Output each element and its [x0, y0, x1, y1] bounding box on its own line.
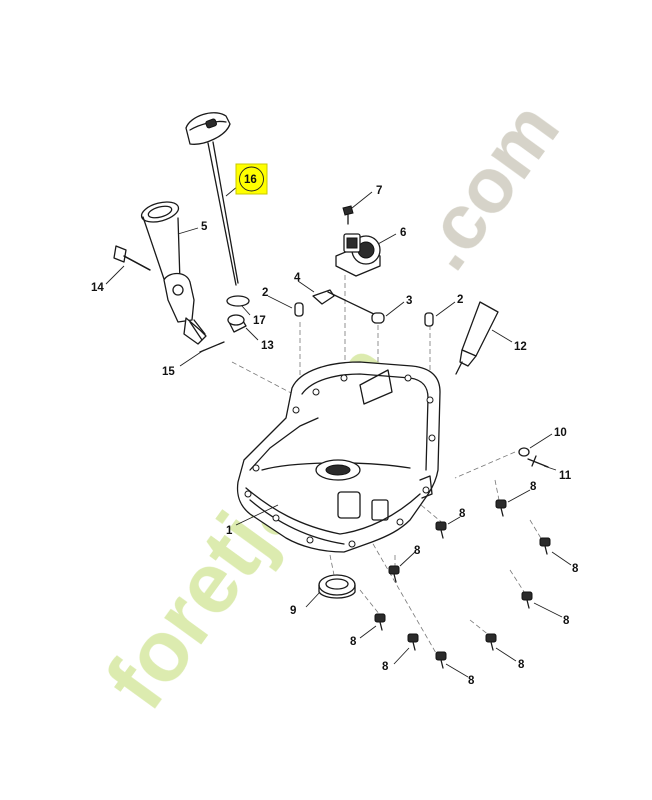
- callout-16[interactable]: 16: [244, 174, 257, 186]
- oil-seal-9[interactable]: [318, 574, 356, 599]
- bolt-8-d[interactable]: [388, 565, 400, 583]
- dowel-pin-2b[interactable]: [424, 312, 434, 327]
- dowel-pin-2a[interactable]: [294, 302, 304, 317]
- callout-5[interactable]: 5: [201, 221, 208, 233]
- callout-8-i[interactable]: 8: [468, 675, 475, 687]
- clip-11[interactable]: [527, 455, 549, 468]
- callout-7[interactable]: 7: [376, 185, 382, 197]
- callout-11[interactable]: 11: [559, 470, 572, 482]
- callout-2-a[interactable]: 2: [262, 287, 268, 299]
- crankcase-sump-1[interactable]: [236, 361, 441, 553]
- callout-14[interactable]: 14: [91, 282, 104, 294]
- bolt-8-i[interactable]: [435, 651, 447, 669]
- flange-holes: [244, 374, 436, 548]
- callout-10[interactable]: 10: [554, 427, 567, 439]
- highlight-circle-16: [239, 166, 264, 192]
- watermark-text-gray: .com: [398, 86, 576, 285]
- callout-13[interactable]: 13: [261, 340, 274, 352]
- governor-shaft-4[interactable]: [312, 289, 379, 317]
- screw-7[interactable]: [342, 205, 354, 225]
- callout-2-b[interactable]: 2: [457, 294, 463, 306]
- callout-8-c[interactable]: 8: [572, 563, 579, 575]
- bolt-8-g[interactable]: [407, 633, 419, 651]
- callout-8-b[interactable]: 8: [459, 508, 466, 520]
- sealant-tube-12[interactable]: [455, 301, 499, 375]
- callout-6[interactable]: 6: [400, 227, 406, 239]
- callout-15[interactable]: 15: [162, 366, 175, 378]
- callout-1[interactable]: 1: [226, 525, 233, 537]
- bolt-8-e[interactable]: [521, 591, 533, 609]
- bolt-8-b[interactable]: [435, 521, 447, 539]
- callout-12[interactable]: 12: [514, 341, 527, 353]
- dipstick-part[interactable]: [185, 112, 239, 286]
- bolt-8-c[interactable]: [539, 537, 551, 555]
- callout-8-f[interactable]: 8: [350, 636, 357, 648]
- flange-bolt-14[interactable]: [113, 245, 151, 271]
- callout-8-h[interactable]: 8: [518, 659, 525, 671]
- callout-8-e[interactable]: 8: [563, 615, 570, 627]
- grommet-13[interactable]: [227, 314, 247, 333]
- callout-8-g[interactable]: 8: [382, 661, 389, 673]
- seal-3[interactable]: [371, 312, 385, 324]
- oil-filler-tube[interactable]: [139, 198, 207, 345]
- callout-8-d[interactable]: 8: [414, 545, 421, 557]
- callout-17[interactable]: 17: [253, 315, 266, 327]
- bolt-8-f[interactable]: [374, 613, 386, 631]
- callout-labels: 16 7 5 6 14 2 4 17 3 2 13 12 15 10 11 1 …: [91, 174, 579, 687]
- washer-10[interactable]: [518, 447, 530, 457]
- callout-9[interactable]: 9: [290, 605, 296, 617]
- callout-4[interactable]: 4: [294, 272, 301, 284]
- callout-8-a[interactable]: 8: [530, 481, 537, 493]
- o-ring-17[interactable]: [226, 295, 250, 307]
- callout-3[interactable]: 3: [406, 295, 412, 307]
- leader-lines: [105, 185, 572, 678]
- bolt-8-a[interactable]: [495, 499, 507, 517]
- governor-gear-6[interactable]: [335, 233, 381, 277]
- highlight-box-16: [235, 163, 268, 195]
- bolt-8-h[interactable]: [485, 633, 497, 651]
